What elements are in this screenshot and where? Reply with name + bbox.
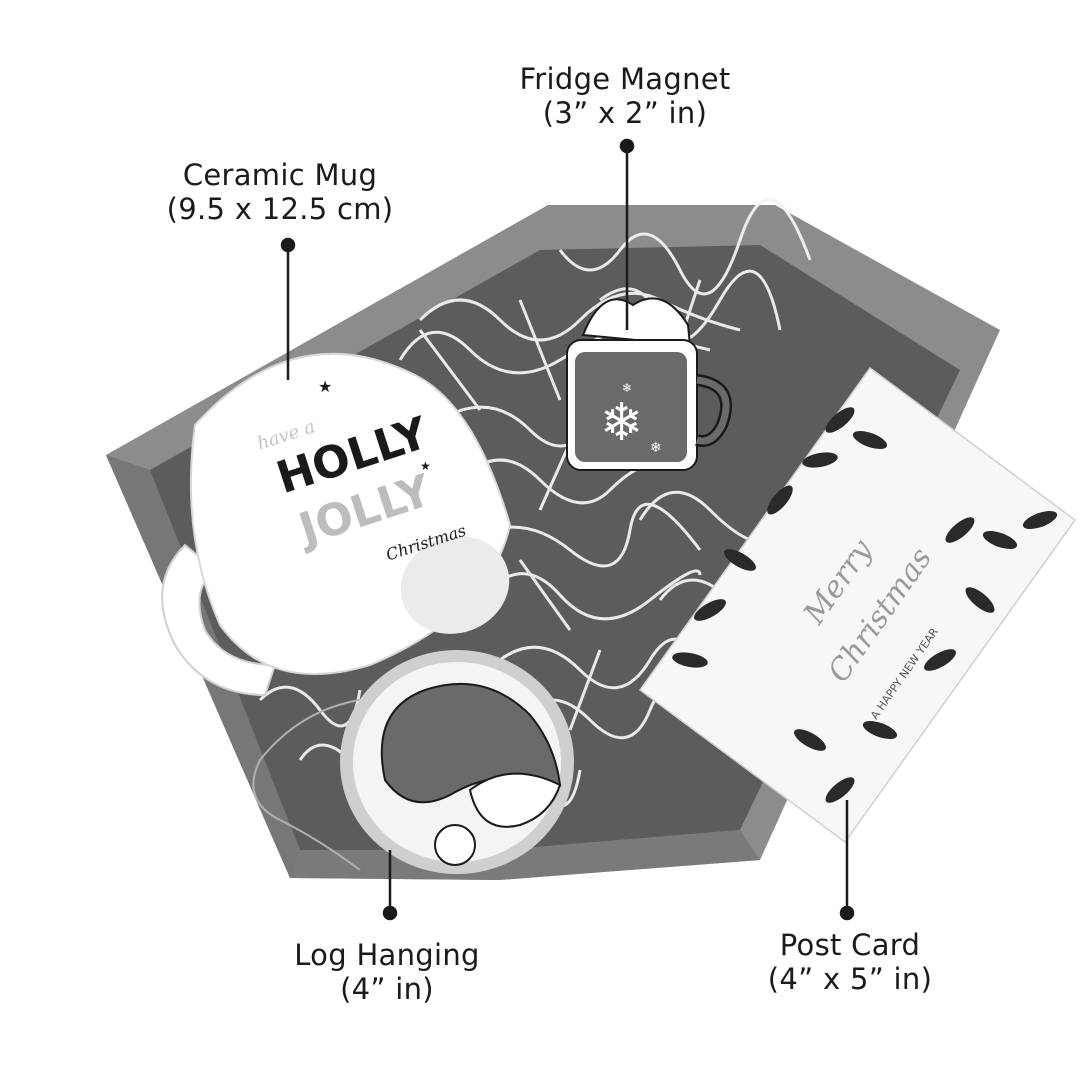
callout-lines <box>280 138 855 921</box>
snowflake-icon: ❄ <box>600 393 644 453</box>
snowflake-icon: ❄ <box>650 440 662 456</box>
snowflake-icon: ❄ <box>622 381 632 395</box>
holly-leaves <box>672 407 1058 803</box>
post-card-label: Post Card (4” x 5” in) <box>740 928 960 996</box>
fridge-magnet-label: Fridge Magnet (3” x 2” in) <box>480 62 770 130</box>
star-icon: ★ <box>420 459 431 473</box>
star-icon: ★ <box>318 377 332 396</box>
ceramic-mug-size: (9.5 x 12.5 cm) <box>166 192 394 226</box>
fridge-magnet-name: Fridge Magnet <box>519 62 731 96</box>
fridge-magnet: ❄ ❄ ❄ <box>566 297 732 471</box>
post-card-size: (4” x 5” in) <box>767 962 933 996</box>
post-card: Merry Christmas A HAPPY NEW YEAR <box>638 366 1077 844</box>
log-hanging-size: (4” in) <box>340 972 434 1006</box>
fridge-magnet-size: (3” x 2” in) <box>542 96 708 130</box>
post-card-name: Post Card <box>779 928 921 962</box>
log-hanging <box>252 650 574 874</box>
log-hanging-label: Log Hanging (4” in) <box>262 938 512 1006</box>
ceramic-mug: HOLLY JOLLY Christmas have a ★ ★ <box>161 352 512 697</box>
log-hanging-name: Log Hanging <box>294 938 480 972</box>
ceramic-mug-label: Ceramic Mug (9.5 x 12.5 cm) <box>150 158 410 226</box>
ceramic-mug-name: Ceramic Mug <box>182 158 378 192</box>
